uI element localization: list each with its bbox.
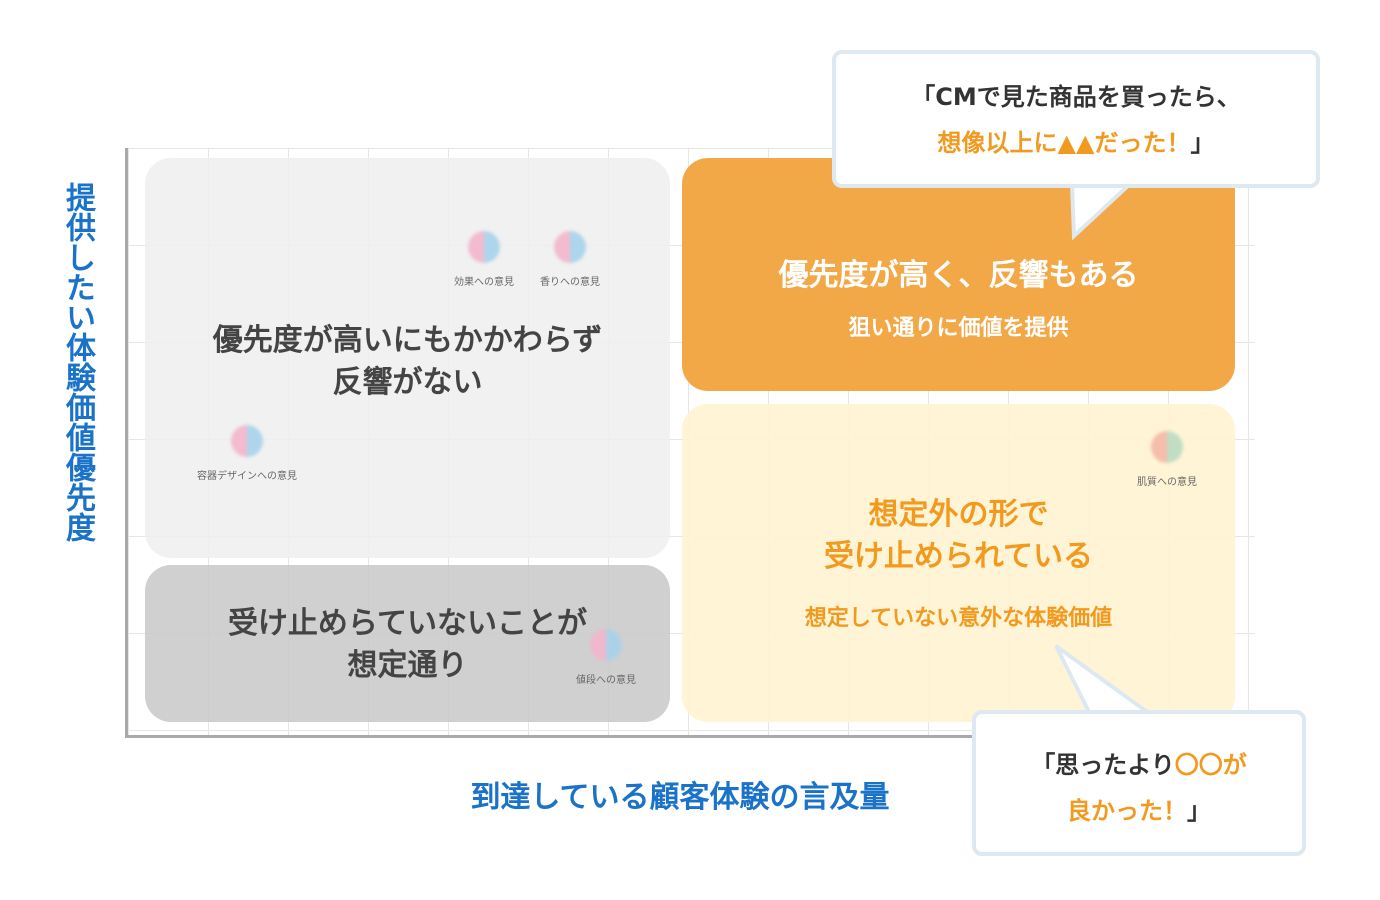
quadrant-title-line: 想定外の形で bbox=[868, 497, 1049, 532]
callout-highlight: 良かった！ bbox=[1067, 797, 1187, 825]
callout-text: 「思ったより bbox=[1031, 751, 1175, 779]
callout-line: 想像以上に▲▲だった！」 bbox=[836, 120, 1316, 166]
quadrant-bottom-right: 想定外の形で 受け止められている 想定していない意外な体験価値 bbox=[682, 404, 1235, 722]
quadrant-title: 優先度が高く、反響もある bbox=[778, 258, 1139, 293]
callout-line: 「CMで見た商品を買ったら、 bbox=[911, 83, 1241, 111]
quadrant-title-line: 反響がない bbox=[332, 365, 483, 400]
quadrant-top-right: 優先度が高く、反響もある 狙い通りに価値を提供 bbox=[682, 158, 1235, 391]
opinion-dot-skin-type: 肌質への意見 bbox=[1122, 431, 1212, 488]
callout-bottom: 「思ったより〇〇が 良かった！」 bbox=[972, 710, 1306, 856]
callout-highlight: 〇〇が bbox=[1174, 751, 1247, 779]
quadrant-subtitle: 狙い通りに価値を提供 bbox=[848, 316, 1069, 341]
opinion-label: 値段への意見 bbox=[576, 675, 636, 686]
callout-line: 「思ったより〇〇が bbox=[976, 742, 1302, 788]
quadrant-top-left: 優先度が高いにもかかわらず 反響がない bbox=[145, 158, 670, 558]
quadrant-title-line: 優先度が高いにもかかわらず bbox=[212, 323, 603, 358]
opinion-label: 香りへの意見 bbox=[540, 277, 600, 288]
quadrant-subtitle: 想定していない意外な体験価値 bbox=[804, 606, 1113, 631]
quadrant-title-line: 想定通り bbox=[347, 648, 468, 683]
opinion-label: 容器デザインへの意見 bbox=[197, 471, 297, 482]
x-axis-label: 到達している顧客体験の言及量 bbox=[470, 780, 890, 815]
opinion-label: 効果への意見 bbox=[454, 277, 514, 288]
quadrant-title-line: 受け止めらていないことが bbox=[227, 606, 588, 641]
callout-highlight: 想像以上に▲▲だった！ bbox=[937, 129, 1191, 157]
opinion-marker bbox=[554, 231, 586, 263]
callout-line: 良かった！」 bbox=[976, 788, 1302, 834]
opinion-label: 肌質への意見 bbox=[1137, 477, 1197, 488]
opinion-marker bbox=[1151, 431, 1183, 463]
opinion-marker bbox=[468, 231, 500, 263]
opinion-marker bbox=[590, 629, 622, 661]
callout-tail bbox=[1069, 182, 1136, 241]
quadrant-title: 優先度が高いにもかかわらず 反響がない bbox=[145, 320, 670, 404]
opinion-dot-container-design: 容器デザインへの意見 bbox=[197, 425, 297, 482]
quadrant-title-line: 受け止められている bbox=[823, 539, 1094, 574]
quadrant-bottom-left: 受け止めらていないことが 想定通り bbox=[145, 565, 670, 722]
callout-tail bbox=[1054, 644, 1157, 720]
opinion-dot-price: 値段への意見 bbox=[561, 629, 651, 686]
opinion-dot-effect: 効果への意見 bbox=[439, 231, 529, 288]
opinion-dot-scent: 香りへの意見 bbox=[525, 231, 615, 288]
quadrant-title: 想定外の形で 受け止められている bbox=[682, 494, 1235, 578]
callout-top: 「CMで見た商品を買ったら、 想像以上に▲▲だった！」 bbox=[832, 50, 1320, 188]
y-axis-label: 提供したい体験価値優先度 bbox=[60, 182, 95, 542]
opinion-marker bbox=[231, 425, 263, 457]
callout-text: 」 bbox=[1187, 797, 1211, 825]
callout-text: 」 bbox=[1190, 129, 1215, 157]
quadrant-title: 受け止めらていないことが 想定通り bbox=[145, 603, 670, 687]
